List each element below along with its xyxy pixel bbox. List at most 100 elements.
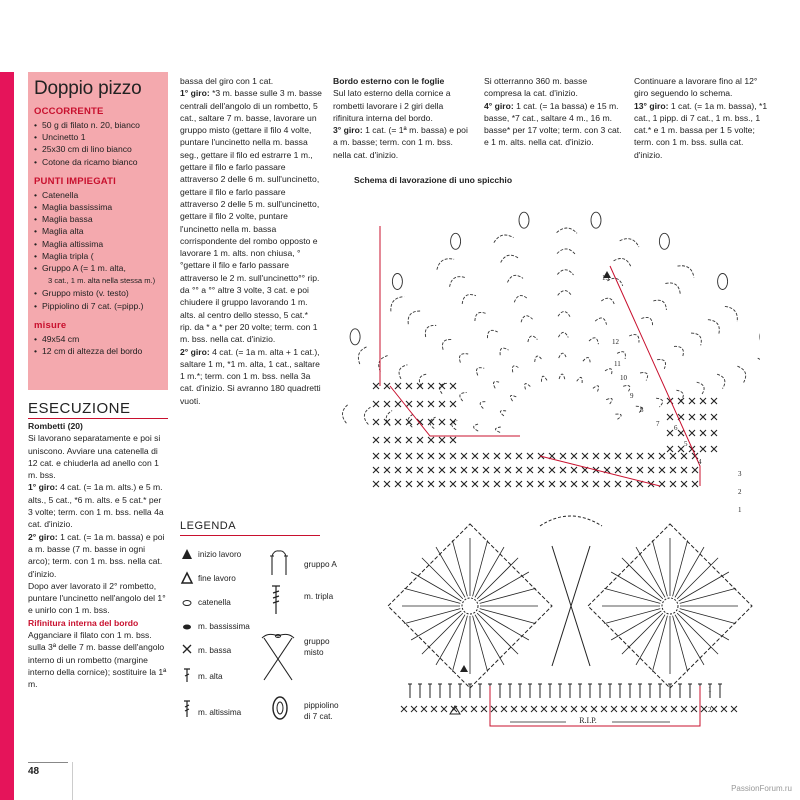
chain-arc [601,297,616,306]
dc-stitch [479,608,536,624]
sc-mark [699,445,707,453]
legend-label-sc: m. bassa [198,646,232,655]
sc-mark [691,466,699,474]
punti-item: Maglia bassissima [34,201,162,213]
sc-mark [680,480,688,488]
dc-stitch [676,557,719,600]
chain-arc [429,416,436,429]
sc-mark [405,436,413,444]
chain-arc [442,339,453,350]
dc-stitch [674,614,705,666]
sc-mark [493,480,501,488]
misure-item: 12 cm di altezza del bordo [34,345,162,357]
row-label: 5 [684,440,688,448]
chain-arc [527,335,538,343]
sc-mark [658,466,666,474]
chain-arc [635,405,643,414]
start-marker-icon [603,271,611,278]
sc-mark [636,466,644,474]
chain-arc [673,345,684,358]
dc-stitch [404,608,461,624]
legend-label-tr: m. altissima [198,708,242,717]
execution-heading: ESECUZIONE [28,400,131,417]
picot-mark [391,273,403,290]
sc-mark [580,705,588,713]
footer-divider [72,762,73,800]
round-text: 4 cat. (= 1a m. alts.) e 5 m. alts., 5 c… [28,482,164,530]
dc-stitch [635,614,666,666]
chain-arc [724,305,738,322]
dc-stitch [474,546,505,598]
dc-stitch [476,557,519,600]
sc-mark [372,436,380,444]
single-crochet-icon [182,644,192,654]
chain-arc [656,397,664,408]
row-label: 1 [708,686,712,694]
col3-paragraph: Bordo esterno con le foglie [333,76,445,86]
chain-arc [534,355,543,362]
dc-stitch [621,557,664,600]
sc-mark [372,480,380,488]
sc-mark [603,480,611,488]
sc-mark [550,705,558,713]
chain-arc [557,290,573,297]
punti-list: CatenellaMaglia bassissimaMaglia bassaMa… [34,189,162,312]
sc-mark [372,452,380,460]
sc-mark [427,480,435,488]
sc-mark [680,452,688,460]
sc-mark [493,452,501,460]
chain-arc [342,403,349,424]
col2-paragraph: bassa del giro con 1 cat. [180,76,274,86]
end-marker-icon [180,571,194,584]
chain-arc [556,227,578,234]
row-label: 8 [640,406,644,414]
chain-arc [499,347,509,356]
sc-mark [559,480,567,488]
picot-mark [590,211,602,229]
sc-mark [400,705,408,713]
sc-mark [548,480,556,488]
round-text: *3 m. basse sulle 3 m. basse centrali de… [180,88,322,345]
round-label: 13° giro: [634,100,669,111]
sc-mark [394,452,402,460]
sc-mark [526,452,534,460]
chain-arc [390,296,405,312]
dc-stitch [421,612,464,655]
chain-arc [716,373,726,389]
round-label: 4° giro: [484,100,514,111]
sc-mark [691,480,699,488]
picot-mark [658,232,670,250]
chain-arc [473,423,480,432]
chain-arc [493,381,501,389]
chain-arc [524,383,531,390]
dc-stitch [479,588,536,604]
sc-mark [570,452,578,460]
legend-label-dc: m. alta [198,672,223,681]
occorrente-item: Cotone da ricamo bianco [34,156,162,168]
sc-mark [394,382,402,390]
materials-box: Doppio pizzo OCCORRENTE 50 g di filato n… [28,72,168,390]
sc-mark [688,413,696,421]
round-text: 4 cat. (= 1a m. alta + 1 cat.), saltare … [180,346,321,406]
chain-arc [449,276,466,287]
sc-mark [515,480,523,488]
sc-mark [383,452,391,460]
sc-mark [383,436,391,444]
sc-mark [699,429,707,437]
page-number: 48 [28,766,40,777]
chain-arc [556,269,574,276]
chain-arc [588,337,599,345]
chain-arc [513,295,529,303]
sc-mark [537,480,545,488]
chain-arc [479,401,487,409]
col4-paragraph: Si otterranno 360 m. basse compresa la c… [484,76,588,99]
sc-mark [677,429,685,437]
sc-mark [394,480,402,488]
sc-mark [427,452,435,460]
legend-label-end: fine lavoro [198,574,236,583]
sc-mark [710,397,718,405]
sc-mark [640,705,648,713]
col1-paragraph: Agganciare il filato con 1 m. bss. sulla… [28,630,167,690]
sc-mark [440,705,448,713]
